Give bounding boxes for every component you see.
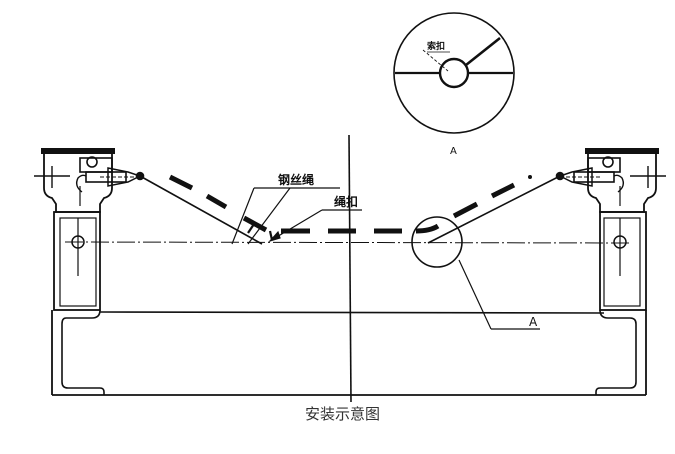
wire-rope-label: 钢丝绳 [278,173,315,187]
vertical-centerline [348,134,352,403]
horizontal-centerline [64,241,631,244]
detail-clip-label: 索扣 [427,42,446,52]
roller-dashed [168,174,532,234]
wire-rope-right [427,175,561,244]
detail-a-reference-label: A [529,315,538,329]
left-bracket [34,148,145,395]
detail-a-view [393,12,515,134]
right-bracket [555,148,666,395]
diagram-caption: 安装示意图 [305,405,381,423]
rope-clip-label: 绳扣 [334,195,359,209]
wire-rope-left [139,175,263,245]
detail-a-marker [411,216,540,330]
leader-lines [231,187,362,245]
detail-a-title: A [450,146,457,157]
